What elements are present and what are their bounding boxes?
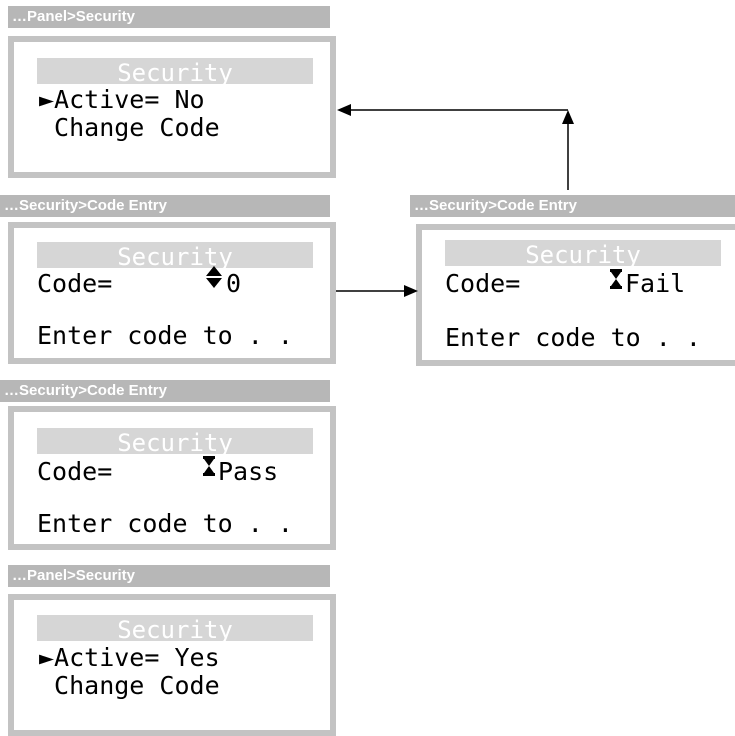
code-label: Code= (37, 269, 113, 298)
code-value[interactable]: 0 (226, 269, 242, 298)
code-status: Pass (218, 457, 279, 486)
hourglass-icon (610, 269, 622, 289)
lcd-screen-code-pass: Security Code= Pass Enter code to . . (8, 406, 336, 550)
screen-title: Security (37, 58, 313, 84)
code-label: Code= (37, 457, 113, 486)
screen-footer: Enter code to . . (37, 321, 293, 350)
screen-title: Security (37, 615, 313, 641)
up-down-arrows-icon[interactable] (204, 264, 224, 290)
screen-footer: Enter code to . . (37, 509, 293, 538)
screen-footer: Enter code to . . (445, 323, 701, 352)
breadcrumb: …Security>Code Entry (410, 195, 735, 217)
menu-item-change-code[interactable]: Change Code (39, 113, 220, 142)
menu-item-active[interactable]: ►Active= No (39, 85, 205, 114)
code-label: Code= (445, 269, 521, 298)
menu-item-active[interactable]: ►Active= Yes (39, 643, 220, 672)
lcd-screen-code-entry: Security Code= 0 Enter code to . . (8, 222, 336, 364)
arrow-fail-back-to-menu (337, 104, 574, 190)
hourglass-icon (203, 456, 215, 476)
arrow-code-entry-to-fail (336, 285, 418, 297)
breadcrumb: …Security>Code Entry (0, 195, 330, 217)
breadcrumb: …Security>Code Entry (0, 380, 330, 402)
screen-title: Security (37, 242, 313, 268)
lcd-screen-security-menu: Security ►Active= No Change Code (8, 36, 336, 178)
menu-item-change-code[interactable]: Change Code (39, 671, 220, 700)
code-status: Fail (625, 269, 686, 298)
screen-title: Security (37, 428, 313, 454)
breadcrumb: …Panel>Security (8, 6, 330, 28)
screen-title: Security (445, 240, 721, 266)
lcd-screen-code-fail: Security Code= Fail Enter code to . . (416, 224, 735, 366)
breadcrumb: …Panel>Security (8, 565, 330, 587)
lcd-screen-security-menu-yes: Security ►Active= Yes Change Code (8, 594, 336, 736)
